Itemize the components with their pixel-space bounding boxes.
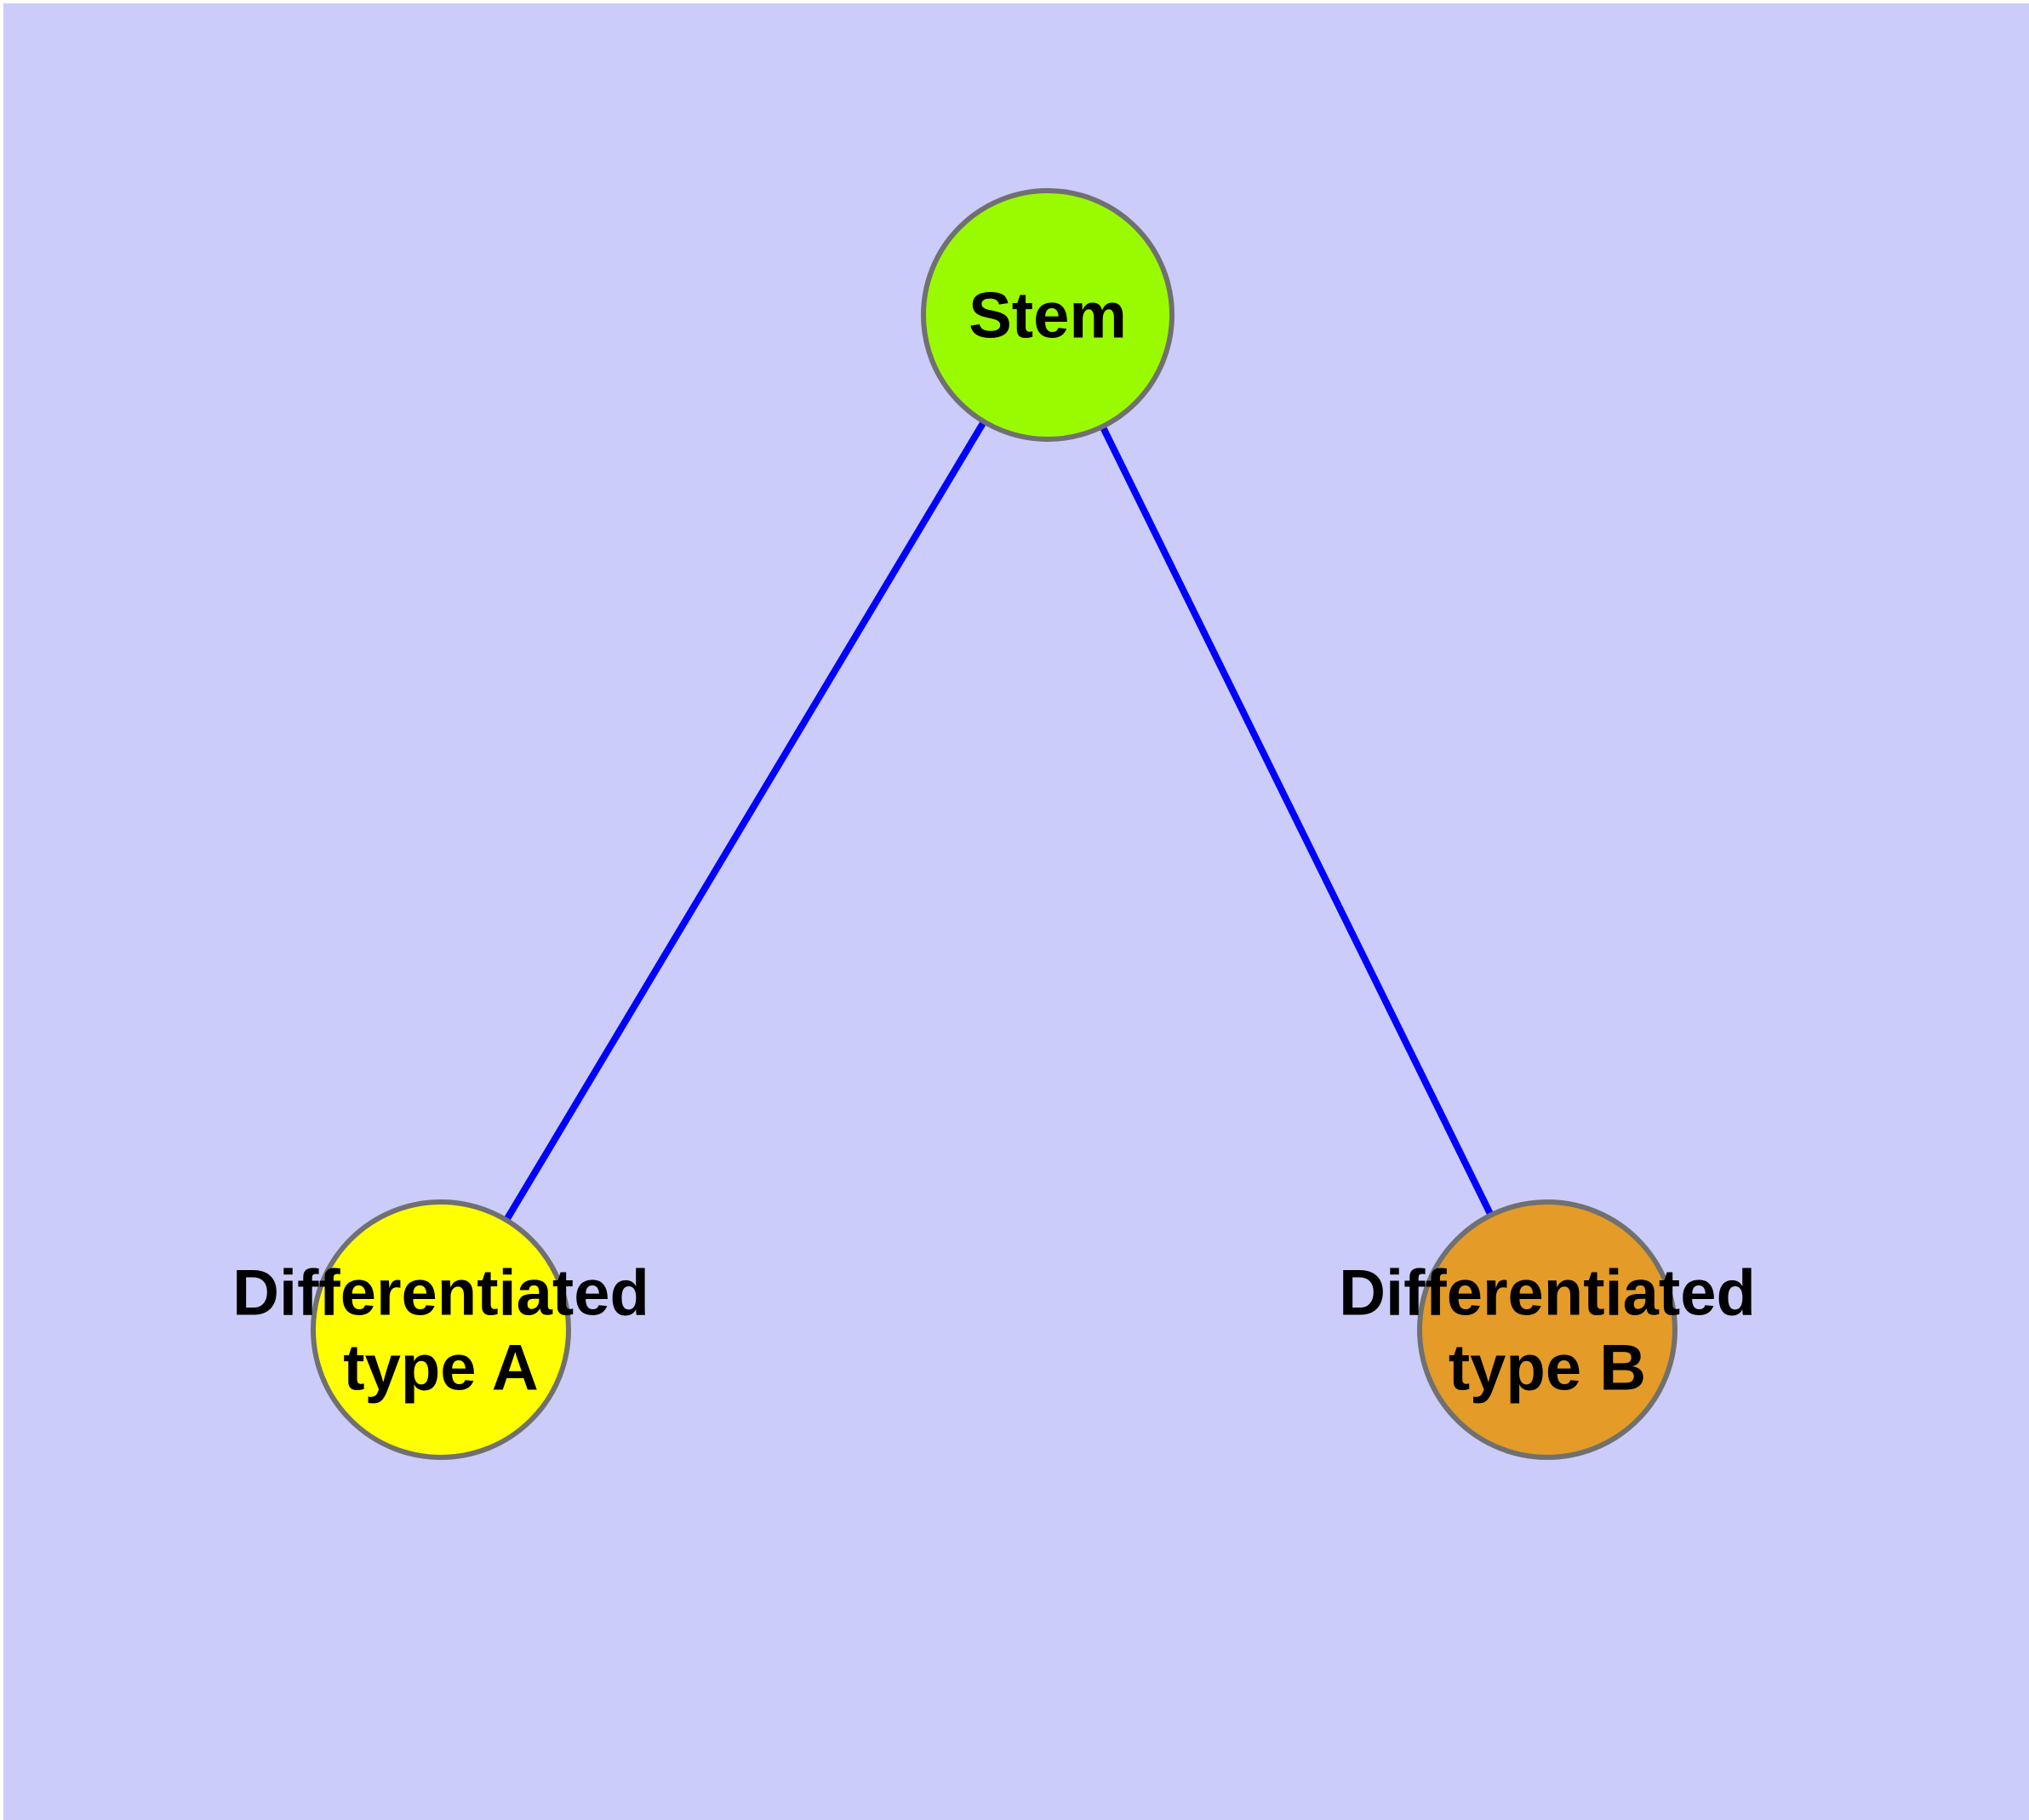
graph-edge-stem-to-a (437, 312, 1051, 1332)
graph-edge-stem-to-b (1044, 313, 1551, 1331)
node-circle-diff_a[interactable] (311, 1199, 571, 1460)
edges-layer (437, 312, 1551, 1332)
node-label-line: type B (1449, 1332, 1646, 1405)
node-circle-stem[interactable] (921, 188, 1175, 442)
node-circle-diff_b[interactable] (1417, 1199, 1677, 1460)
node-label-line: type A (343, 1332, 538, 1405)
node-label-stem: Stem (969, 280, 1127, 352)
node-label-line: Differentiated (1339, 1257, 1756, 1330)
graph-node-stem[interactable]: Stem (921, 188, 1175, 442)
node-label-line: Differentiated (232, 1257, 649, 1330)
node-label-line: Stem (969, 280, 1127, 352)
